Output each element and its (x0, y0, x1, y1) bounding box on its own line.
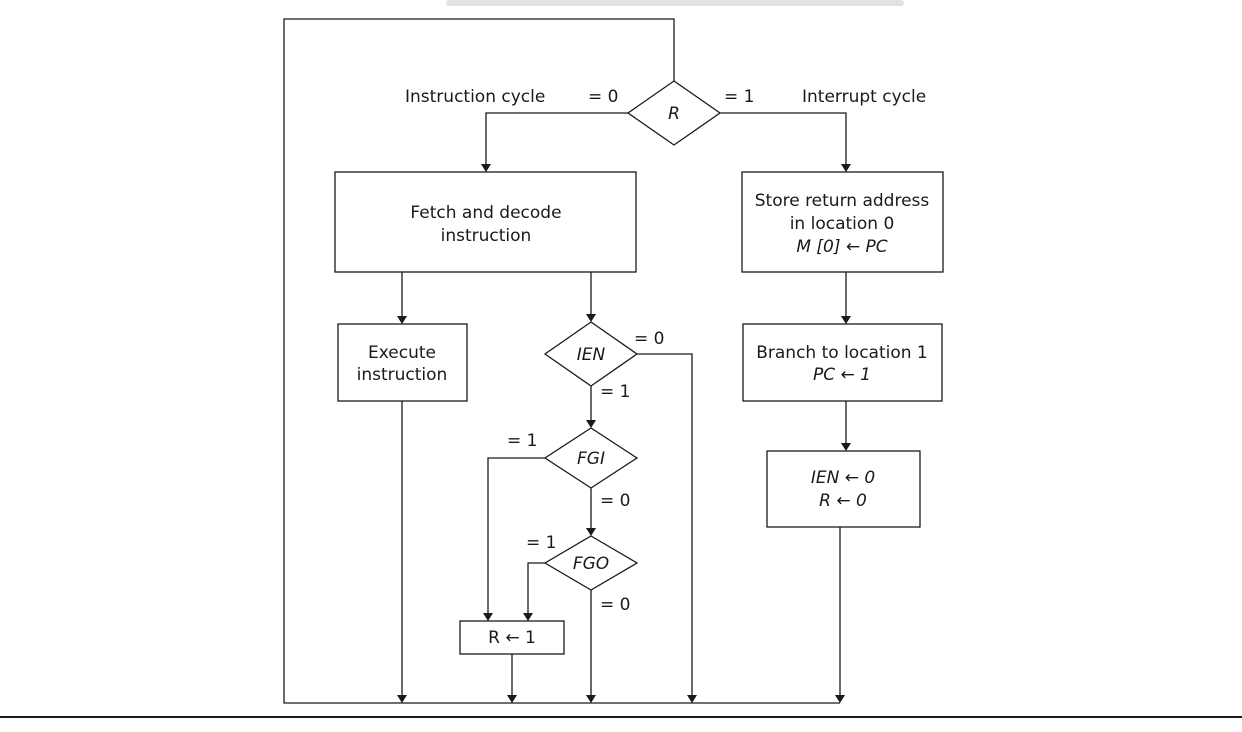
fgo-left-value: = 1 (526, 533, 556, 553)
interrupt-cycle-label: Interrupt cycle (802, 87, 926, 107)
store-box-line1: Store return address (755, 191, 930, 211)
instruction-cycle-label: Instruction cycle (405, 87, 545, 107)
arrowhead (586, 695, 596, 703)
arrowhead (841, 316, 851, 324)
ien-right-branch (637, 353, 693, 695)
r-right-value: = 1 (724, 87, 754, 107)
fetch-box-line1: Fetch and decode (410, 203, 561, 223)
arrowhead (586, 420, 596, 428)
ien-reset-box (766, 450, 921, 528)
ien-decision-label: IEN (577, 345, 606, 365)
arrowhead (841, 443, 851, 451)
arrowhead (523, 613, 533, 621)
fgo-down-value: = 0 (600, 595, 630, 615)
fgi-down-value: = 0 (600, 491, 630, 511)
window-top-bar (446, 0, 904, 6)
arrowhead (483, 613, 493, 621)
arrowhead (841, 164, 851, 172)
arrowhead (586, 314, 596, 322)
store-return-address-box (741, 171, 944, 273)
r-set-box (459, 620, 565, 655)
execute-box-line1: Execute (368, 343, 436, 363)
fgo-left-branch (527, 562, 545, 613)
branch-box-line1: Branch to location 1 (756, 343, 928, 363)
arrowhead (687, 695, 697, 703)
arrowhead (481, 164, 491, 172)
fetch-decode-box (334, 171, 637, 273)
arrowhead (586, 528, 596, 536)
fetch-box-line2: instruction (441, 226, 532, 246)
ien-reset-line1: IEN ← 0 (811, 468, 875, 488)
branch-to-location-box (742, 323, 943, 402)
feedback-loop-line (283, 18, 840, 704)
arrowhead (835, 695, 845, 703)
ien-right-value: = 0 (634, 329, 664, 349)
arrowhead (397, 695, 407, 703)
store-box-line2: in location 0 (790, 214, 895, 234)
execute-box (337, 323, 468, 402)
branch-box-line2: PC ← 1 (813, 365, 871, 385)
r-decision-label: R (668, 104, 680, 124)
arrowhead (507, 695, 517, 703)
r-right-branch (720, 112, 847, 164)
r-left-value: = 0 (588, 87, 618, 107)
fgi-decision-label: FGI (577, 449, 605, 469)
r-left-branch (485, 112, 628, 164)
fgo-decision-label: FGO (573, 554, 609, 574)
ien-down-value: = 1 (600, 382, 630, 402)
fgi-left-value: = 1 (507, 431, 537, 451)
r-decision-diamond (626, 80, 722, 146)
execute-box-line2: instruction (357, 365, 448, 385)
store-box-line3: M [0] ← PC (796, 237, 887, 257)
r-set-box-line1: R ← 1 (488, 628, 536, 648)
fgi-left-branch (487, 457, 545, 613)
arrowhead (397, 316, 407, 324)
ien-reset-line2: R ← 0 (819, 491, 867, 511)
